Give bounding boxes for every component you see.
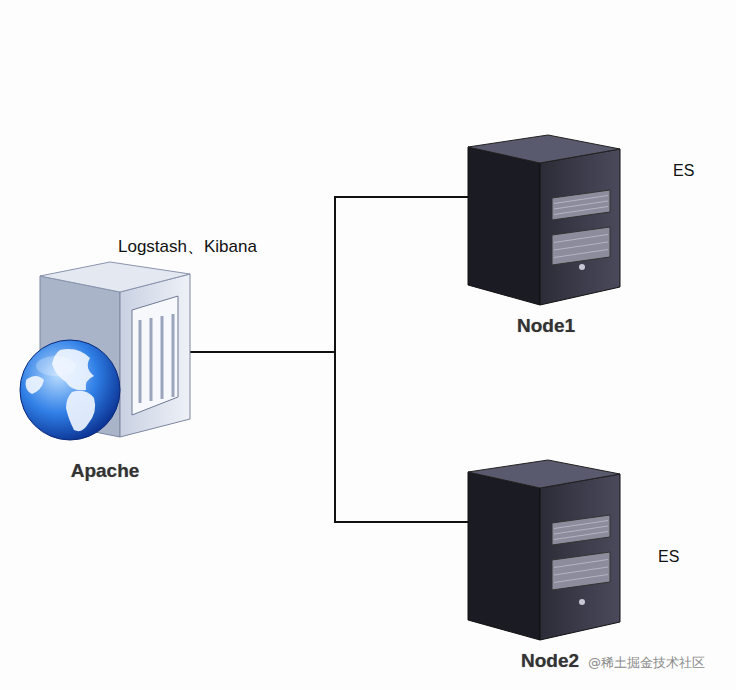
server-icon xyxy=(460,450,730,682)
server-node: ES Node2 xyxy=(460,450,730,682)
service-label: ES xyxy=(658,548,679,566)
service-label: ES xyxy=(673,162,694,180)
network-link xyxy=(190,352,468,522)
host-name: Node1 xyxy=(517,315,575,337)
host-name: Node2 xyxy=(521,650,579,672)
watermark: @稀土掘金技术社区 xyxy=(586,654,707,672)
web-server-icon xyxy=(15,232,285,494)
service-label: Logstash、Kibana xyxy=(118,235,257,258)
server-node: Logstash、KibanaApache xyxy=(15,232,285,494)
server-node: ES Node1 xyxy=(460,125,730,340)
server-icon xyxy=(460,125,730,340)
host-name: Apache xyxy=(71,460,140,482)
network-link xyxy=(190,197,468,352)
